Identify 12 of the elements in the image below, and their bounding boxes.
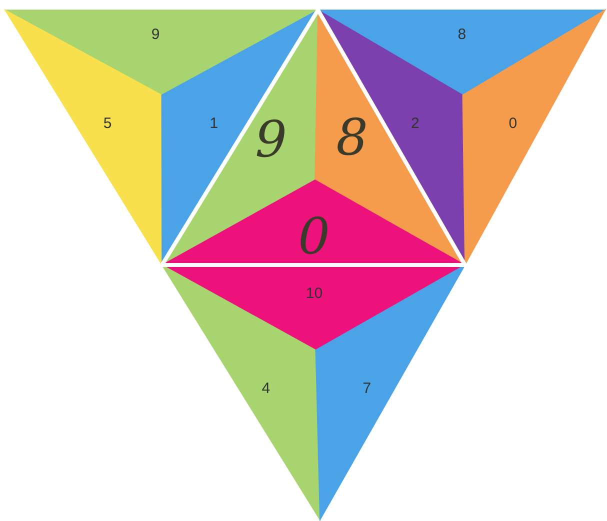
handwritten-digit: 9 <box>255 110 287 169</box>
number-label: 4 <box>262 380 270 397</box>
number-label: 1 <box>210 114 218 132</box>
number-label: 2 <box>411 114 420 132</box>
handwritten-digit: 0 <box>298 208 330 266</box>
number-label: 5 <box>103 114 112 132</box>
number-label: 9 <box>151 26 160 43</box>
number-label: 0 <box>508 114 518 132</box>
number-label: 8 <box>458 26 466 43</box>
number-label: 7 <box>362 380 372 397</box>
number-label: 10 <box>306 284 323 302</box>
handwritten-digit: 8 <box>336 108 368 167</box>
